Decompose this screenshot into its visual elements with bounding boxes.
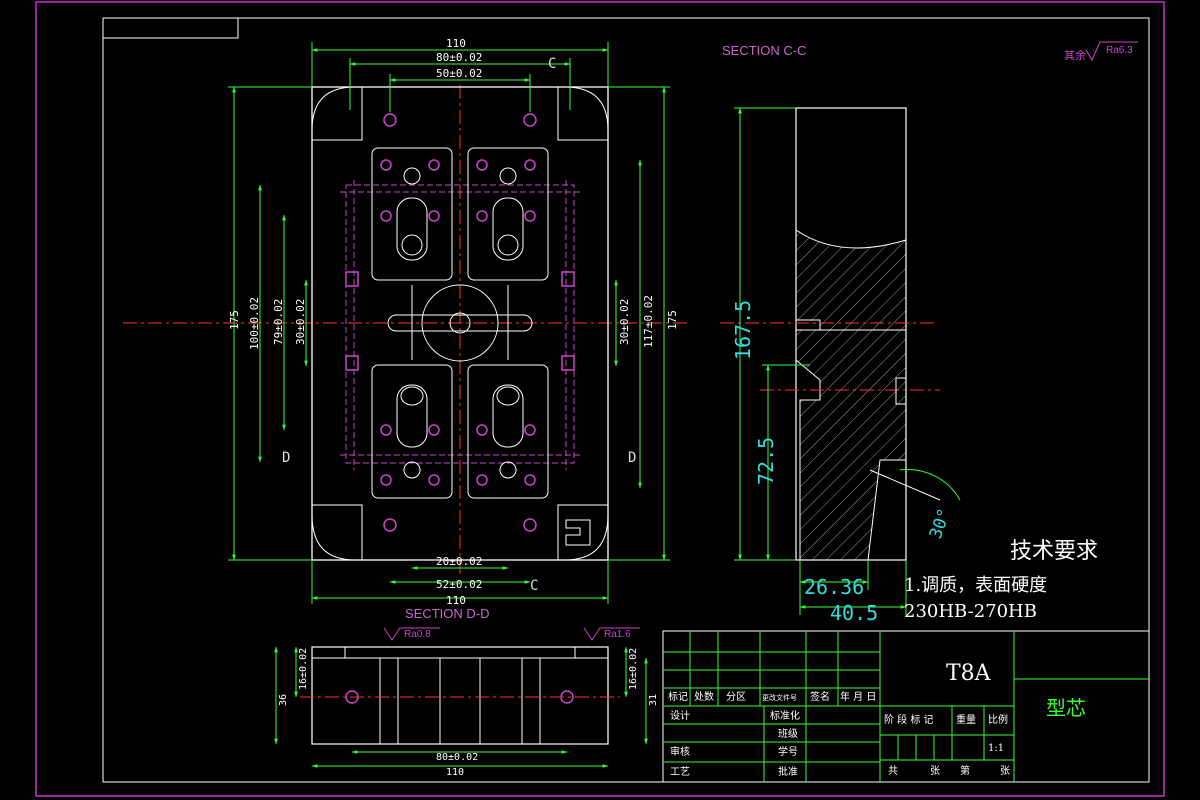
tech-line-1: 1.调质，表面硬度: [904, 575, 1047, 596]
tb-mark: 标记: [668, 691, 688, 703]
dim-top-50: 50±0.02: [436, 67, 482, 80]
tb-total: 共: [888, 765, 898, 777]
cavity-bottom-left: [371, 364, 453, 499]
dim-bottom-52: 52±0.02: [436, 578, 482, 591]
tb-scale: 比例: [988, 713, 1008, 726]
dim-left-30: 30±0.02: [294, 299, 307, 345]
tb-sign: 签名: [810, 690, 830, 703]
tb-change-no: 更改文件号: [762, 693, 797, 702]
part-name: 型芯: [1046, 696, 1086, 720]
tb-student-no: 学号: [778, 745, 798, 758]
dim-bottom-110: 110: [446, 594, 466, 607]
tb-sheets: 张: [930, 765, 940, 777]
outer-border: [35, 1, 1165, 797]
cavity-bottom-right: [467, 364, 549, 499]
roughness-other-label: 其余: [1064, 48, 1086, 62]
section-dd-title: SECTION D-D: [405, 606, 490, 621]
dim-bottom-20: 20±0.02: [436, 555, 482, 568]
tb-sheet: 张: [1000, 765, 1010, 777]
dim-top-110: 110: [446, 37, 466, 50]
section-dd-view: Ra0.8 Ra1.6 80±0.02 110 36 16±0.02 16±0.…: [274, 627, 659, 778]
material: T8A: [946, 661, 992, 686]
tb-count: 处数: [694, 690, 714, 703]
tech-line-2: 230HB-270HB: [904, 601, 1037, 622]
cavity-top-right: [467, 147, 549, 281]
section-mark-d-left: D: [282, 450, 290, 466]
dd-dim-110: 110: [446, 767, 464, 778]
roughness-ra16: Ra1.6: [604, 629, 631, 640]
tb-process: 工艺: [670, 766, 690, 778]
plan-outline: [311, 86, 609, 561]
title-block: T8A 型芯 标记 处数 分区 更改文件号 签名 年 月 日 设计 标准化 班级…: [662, 630, 1150, 783]
section-mark-d-right: D: [628, 450, 636, 466]
tb-class: 班级: [778, 728, 798, 740]
tb-scale-value: 1:1: [988, 743, 1004, 754]
dim-left-100: 100±0.02: [248, 297, 261, 350]
dim-right-30: 30±0.02: [618, 299, 631, 345]
dim-40-5: 40.5: [830, 601, 878, 625]
section-mark-c-bottom: C: [530, 578, 538, 594]
dim-72-5: 72.5: [754, 437, 778, 485]
roughness-ra08: Ra0.8: [404, 629, 431, 640]
tb-design: 设计: [670, 709, 690, 722]
dim-167-5: 167.5: [731, 300, 755, 360]
roughness-other-value: Ra6.3: [1106, 45, 1133, 56]
dd-dim-right-31: 31: [648, 694, 659, 706]
dd-dim-right-16: 16±0.02: [628, 648, 639, 690]
dim-right-117: 117±0.02: [642, 295, 655, 348]
tb-zone: 分区: [726, 691, 746, 703]
dim-26-36: 26.36: [804, 575, 864, 599]
tb-date: 年 月 日: [840, 690, 876, 703]
dim-right-175: 175: [666, 310, 679, 330]
dim-top-80: 80±0.02: [436, 51, 482, 64]
section-cc-title: SECTION C-C: [722, 43, 807, 58]
corner-box: [102, 17, 239, 39]
roughness-other: 其余 Ra6.3: [1064, 41, 1138, 62]
tech-heading: 技术要求: [1010, 539, 1098, 564]
tb-weight: 重量: [956, 713, 976, 726]
dim-left-175: 175: [228, 310, 241, 330]
dd-dim-left-36: 36: [278, 694, 289, 706]
tb-stage: 阶 段 标 记: [884, 713, 934, 726]
tech-requirements: 技术要求 1.调质，表面硬度 230HB-270HB: [904, 539, 1098, 622]
tb-standard: 标准化: [770, 709, 800, 722]
tb-nth: 第: [960, 764, 970, 777]
dim-left-79: 79±0.02: [272, 299, 285, 345]
tb-review: 审核: [670, 745, 690, 758]
section-mark-c-top: C: [548, 56, 556, 72]
section-cc-view: SECTION C-C 167.5 72.5 30° 26.36 40.5: [720, 43, 961, 625]
cavity-top-left: [371, 147, 453, 281]
dd-dim-left-16: 16±0.02: [298, 648, 309, 690]
dd-dim-80: 80±0.02: [436, 752, 478, 763]
plan-view: 110 80±0.02 50±0.02 20±0.02 52±0.02 110 …: [123, 37, 690, 621]
inner-border: [102, 17, 1150, 783]
tb-approve: 批准: [778, 765, 798, 778]
dim-30-deg: 30°: [926, 506, 955, 542]
